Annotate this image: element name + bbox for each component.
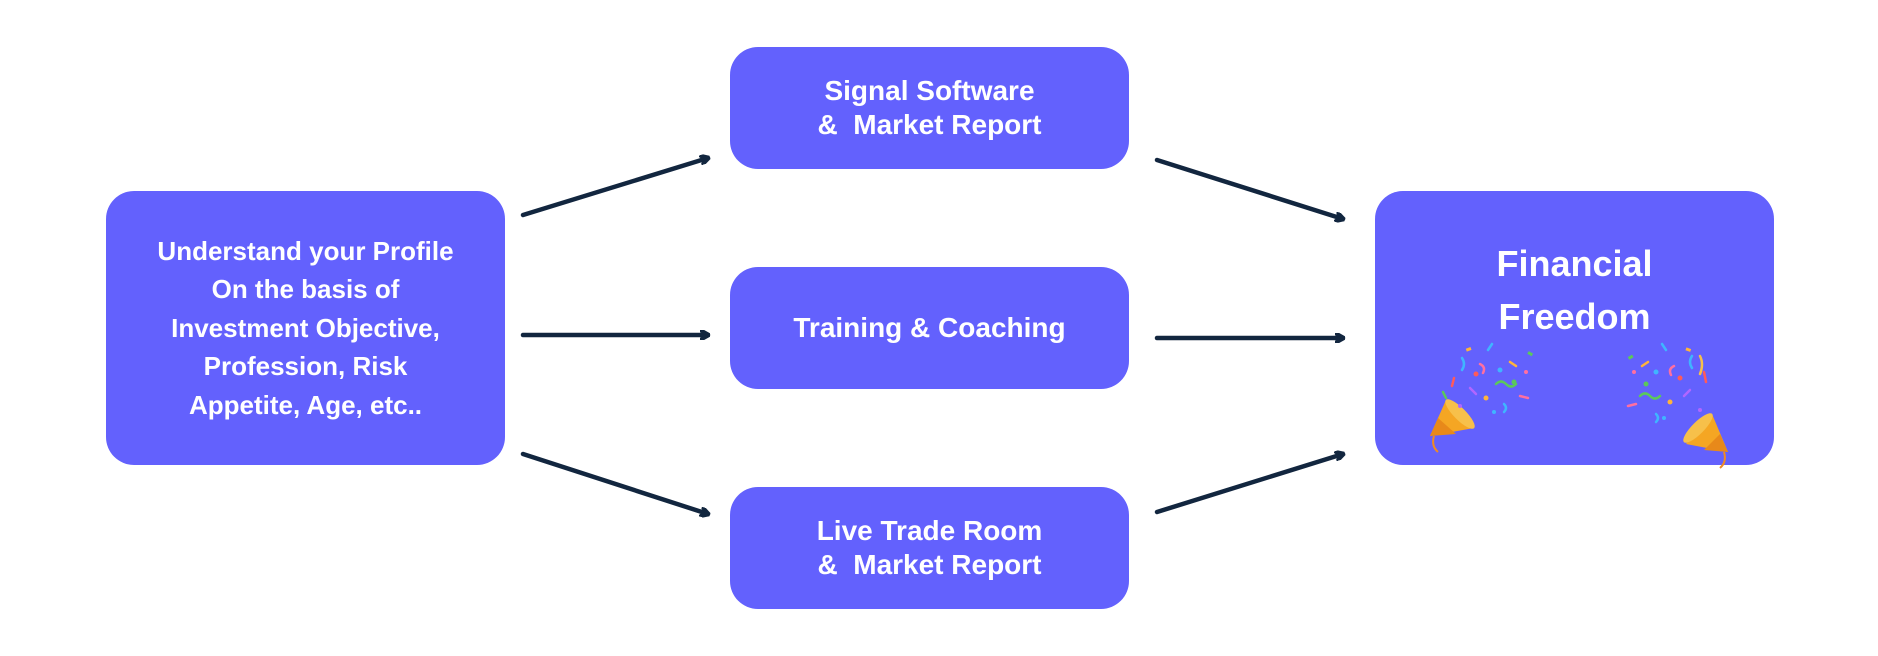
training-coaching-title: Training & Coaching — [793, 312, 1066, 343]
financial-freedom-title-line: Financial — [1496, 243, 1653, 284]
signal-software-box: Signal Software & Market Report — [730, 47, 1129, 169]
training-coaching-box: Training & Coaching — [730, 267, 1129, 389]
party-popper-right-icon — [1626, 342, 1728, 469]
financial-freedom-title-line: Freedom — [1498, 296, 1651, 337]
live-trade-room-box: Live Trade Room & Market Report — [730, 487, 1129, 609]
party-popper-left-icon — [1430, 342, 1534, 453]
profile-text-line: On the basis of — [211, 274, 400, 305]
profile-text-line: Understand your Profile — [157, 235, 454, 266]
signal-software-subtitle: & Market Report — [817, 109, 1042, 140]
profile-text-line: Appetite, Age, etc.. — [188, 389, 423, 420]
live-trade-room-subtitle: & Market Report — [817, 549, 1042, 580]
arrow-profile-to-live-trade — [520, 451, 708, 514]
live-trade-room-title: Live Trade Room — [816, 515, 1043, 546]
signal-software-title: Signal Software — [824, 75, 1035, 106]
arrow-profile-to-signal — [520, 158, 708, 218]
arrow-signal-to-freedom — [1154, 157, 1343, 219]
profile-text-line: Profession, Risk — [203, 351, 408, 382]
profile-box: Understand your Profile On the basis of … — [106, 191, 505, 465]
arrow-live-trade-to-freedom — [1154, 454, 1343, 515]
profile-text-line: Investment Objective, — [171, 312, 440, 343]
